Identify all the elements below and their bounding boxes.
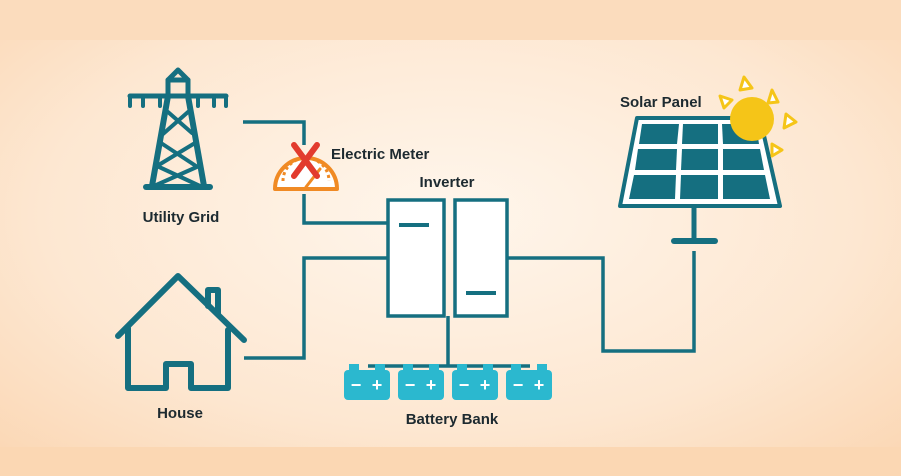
top-band	[0, 0, 901, 40]
house-label: House	[157, 405, 203, 422]
battery-minus-symbol: −	[513, 375, 524, 395]
solar-panel-icon	[618, 116, 782, 244]
transmission-tower-icon	[127, 67, 229, 190]
solar-panel-label: Solar Panel	[620, 94, 702, 111]
inverter-label: Inverter	[419, 174, 474, 191]
line-grid-to-meter	[243, 120, 306, 145]
battery-icon: −+	[398, 364, 444, 400]
inverter-unit-icon	[386, 198, 509, 318]
connection-lines	[243, 120, 696, 368]
line-meter-to-inverter	[302, 194, 388, 225]
battery-plus-symbol: +	[426, 375, 437, 395]
battery-minus-symbol: −	[459, 375, 470, 395]
electric-meter-label: Electric Meter	[331, 146, 430, 163]
battery-bank-label: Battery Bank	[406, 411, 499, 428]
utility-grid-label: Utility Grid	[143, 209, 220, 226]
red-x-icon	[291, 142, 320, 179]
battery-minus-symbol: −	[405, 375, 416, 395]
battery-plus-symbol: +	[372, 375, 383, 395]
sun-icon	[718, 75, 798, 158]
battery-minus-symbol: −	[351, 375, 362, 395]
house-icon	[115, 273, 247, 391]
line-house-to-inverter	[244, 256, 388, 360]
battery-plus-symbol: +	[480, 375, 491, 395]
bottom-band	[0, 447, 901, 476]
line-inverter-to-solar	[507, 251, 696, 353]
battery-plus-symbol: +	[534, 375, 545, 395]
inverter-left-module	[386, 198, 446, 318]
inverter-right-module	[453, 198, 509, 318]
battery-icon: −+	[506, 364, 552, 400]
battery-icon: −+	[344, 364, 390, 400]
battery-bank: −+−+−+−+	[344, 364, 552, 400]
battery-icon: −+	[452, 364, 498, 400]
